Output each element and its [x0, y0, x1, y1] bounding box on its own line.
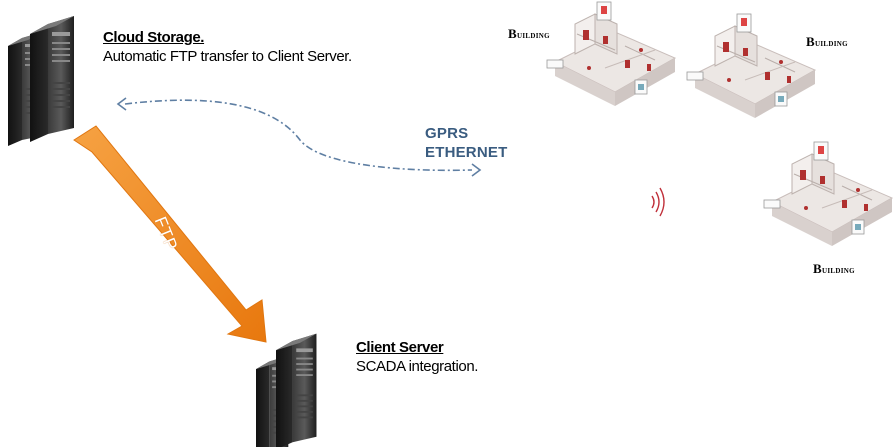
building-label: Building: [806, 34, 848, 49]
network-ethernet-label: ETHERNET: [425, 144, 508, 161]
cloud-storage-caption: Cloud Storage. Automatic FTP transfer to…: [103, 28, 352, 66]
client-server-description: SCADA integration.: [356, 358, 479, 375]
network-gprs-label: GPRS: [425, 125, 469, 142]
cloud-server-icon: [8, 16, 74, 146]
client-server-caption: Client Server SCADA integration.: [356, 338, 478, 376]
wireless-signal-icon: [651, 187, 665, 217]
building-illustration: [546, 1, 676, 107]
client-server-icon: [256, 333, 317, 447]
building-label: Building: [813, 261, 855, 276]
building-illustration: [763, 141, 893, 247]
network-label: GPRS ETHERNET: [425, 124, 507, 162]
dashed-link-arrow: [116, 97, 482, 177]
cloud-storage-description: Automatic FTP transfer to Client Server.: [103, 48, 352, 65]
ftp-arrow-icon: [73, 125, 267, 343]
building-illustration: [686, 13, 816, 119]
building-label: Building: [508, 26, 550, 41]
cloud-storage-title: Cloud Storage.: [103, 29, 205, 46]
client-server-title: Client Server: [356, 339, 444, 356]
